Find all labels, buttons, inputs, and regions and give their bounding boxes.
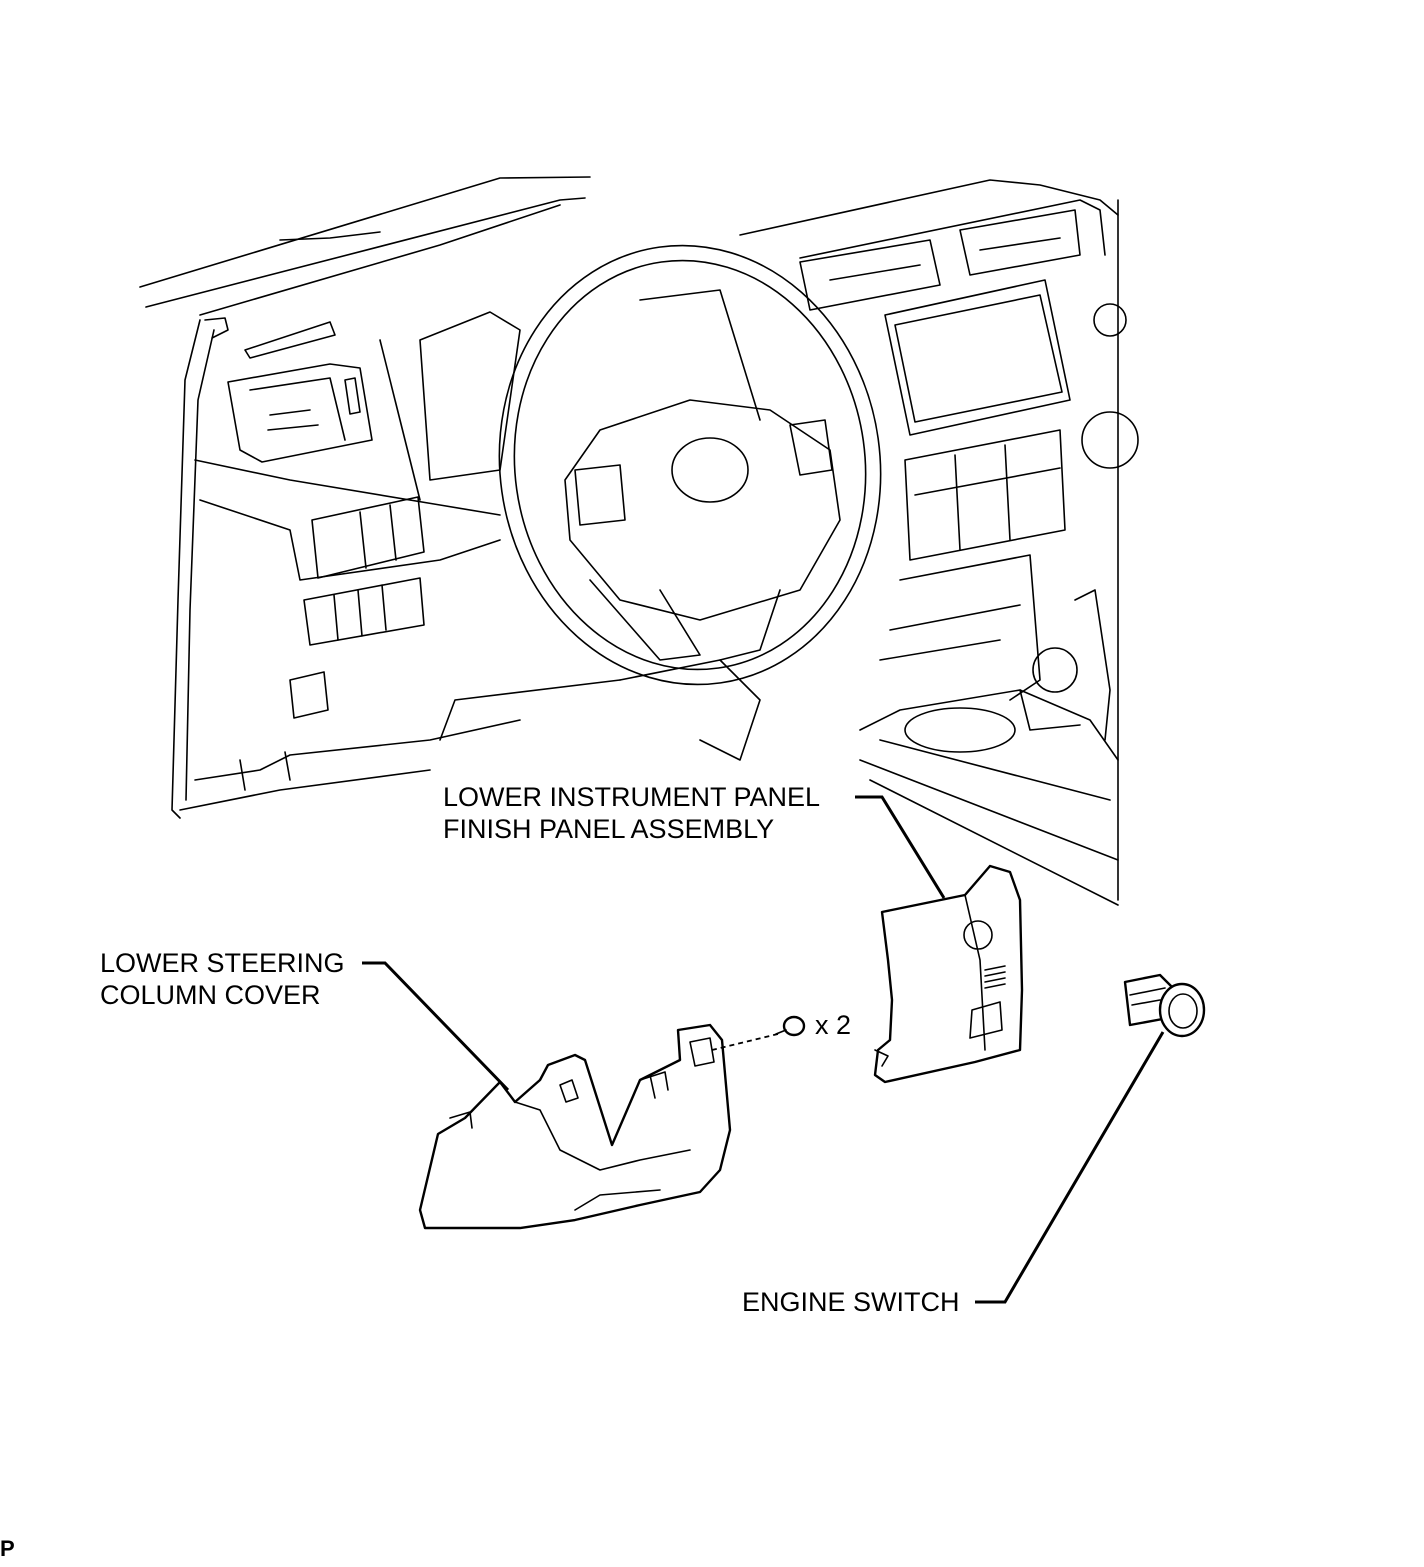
screw-part bbox=[775, 1015, 806, 1037]
finish-panel-leader bbox=[855, 795, 946, 899]
engine-switch-part bbox=[1123, 973, 1206, 1038]
finish-panel-part bbox=[873, 864, 1024, 1084]
finish-panel-label-line2: FINISH PANEL ASSEMBLY bbox=[443, 814, 774, 844]
column-cover-part bbox=[418, 1023, 732, 1230]
engine-switch-label: ENGINE SWITCH bbox=[742, 1287, 960, 1317]
dashboard-illustration bbox=[139, 176, 1139, 906]
column-cover-label-line2: COLUMN COVER bbox=[100, 980, 321, 1010]
column-cover-leader bbox=[362, 961, 510, 1092]
corner-mark: P bbox=[0, 1536, 15, 1561]
screw-install-line bbox=[711, 1033, 779, 1051]
screw-quantity-label: x 2 bbox=[815, 1010, 851, 1040]
column-cover-label-line1: LOWER STEERING bbox=[100, 948, 345, 978]
engine-switch-leader bbox=[975, 1031, 1165, 1304]
finish-panel-label-line1: LOWER INSTRUMENT PANEL bbox=[443, 782, 820, 812]
